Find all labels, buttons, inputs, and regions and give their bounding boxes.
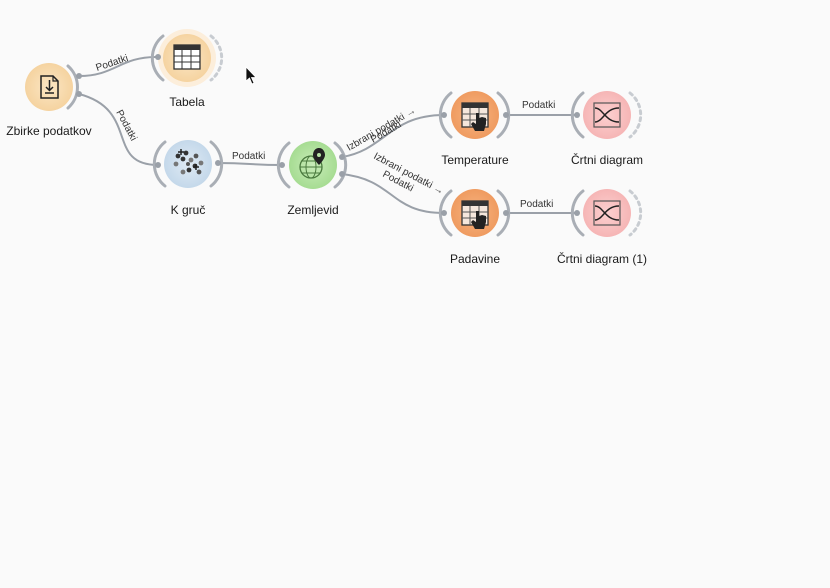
- line-plot-icon: [593, 102, 621, 128]
- node-tabela[interactable]: [150, 29, 224, 87]
- link-zemljevid-padavine[interactable]: Izbrani podatki → Podatki: [341, 151, 445, 214]
- node-label-padavine[interactable]: Padavine: [449, 252, 501, 266]
- map-globe-icon: [299, 148, 325, 179]
- node-label-k-gruc[interactable]: K gruč: [170, 203, 206, 217]
- node-crtni-diagram[interactable]: [570, 91, 643, 139]
- node-k-gruc[interactable]: [152, 140, 224, 188]
- node-zemljevid[interactable]: [276, 141, 348, 189]
- link-label: Podatki: [522, 100, 555, 111]
- node-padavine[interactable]: [438, 189, 511, 237]
- kmeans-cluster-icon: [173, 149, 204, 175]
- line-plot-icon: [593, 200, 621, 226]
- link-temperature-crtni[interactable]: Podatki: [506, 100, 577, 116]
- link-zbirke-tabela[interactable]: Podatki: [78, 53, 157, 77]
- node-label-temperature[interactable]: Temperature: [441, 153, 509, 167]
- link-label: Podatki: [520, 199, 553, 210]
- link-zemljevid-temperature[interactable]: Izbrani podatki → Podatki: [341, 105, 445, 158]
- node-label-tabela[interactable]: Tabela: [169, 95, 205, 109]
- node-label-zbirke-podatkov[interactable]: Zbirke podatkov: [6, 124, 92, 138]
- dataset-download-icon: [40, 75, 59, 99]
- select-rows-icon: [461, 200, 489, 229]
- node-label-crtni-diagram-1[interactable]: Črtni diagram (1): [556, 252, 648, 266]
- node-crtni-diagram-1[interactable]: [570, 189, 643, 237]
- node-label-crtni-diagram[interactable]: Črtni diagram: [570, 153, 644, 167]
- link-padavine-crtni1[interactable]: Podatki: [506, 199, 577, 214]
- node-label-zemljevid[interactable]: Zemljevid: [287, 203, 339, 217]
- node-zbirke-podatkov[interactable]: [25, 63, 82, 111]
- link-label: Podatki: [232, 151, 265, 162]
- link-label: Podatki: [95, 53, 130, 74]
- mouse-pointer-icon: [245, 66, 257, 85]
- select-rows-icon: [461, 102, 489, 131]
- table-icon: [173, 44, 201, 70]
- node-temperature[interactable]: [438, 91, 511, 139]
- link-kgruc-zemljevid[interactable]: Podatki: [217, 151, 283, 166]
